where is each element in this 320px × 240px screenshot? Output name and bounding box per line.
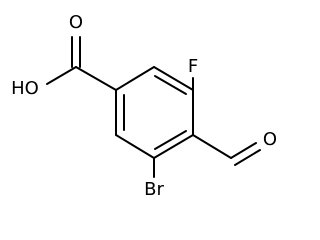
chemical-structure: HO O F O Br [11,12,277,200]
ring-bond-top-left [115,66,155,91]
atom-labels: HO O F O Br [11,12,277,200]
fluorine-label: F [188,56,198,77]
acid-hydroxyl-bond [46,66,77,85]
aldehyde-carbon-bond [192,134,232,159]
hydroxyl-label: HO [11,78,39,99]
ring-bond-bottom-right [153,134,194,159]
aldehyde-carbonyl-bond-b [234,149,261,166]
aldehyde-carbonyl-bond-a [230,142,257,159]
bonds [46,36,261,178]
acid-oxygen-label: O [69,12,83,33]
ring-bond-bottom-right-inner [154,130,187,150]
acid-carbon-bond [75,66,117,91]
bromine-label: Br [144,179,164,200]
ring-bond-bottom-left [115,134,155,159]
aldehyde-oxygen-label: O [263,129,277,150]
ring-bond-top-right-inner [154,75,187,95]
ring-bond-top-right [153,66,194,91]
